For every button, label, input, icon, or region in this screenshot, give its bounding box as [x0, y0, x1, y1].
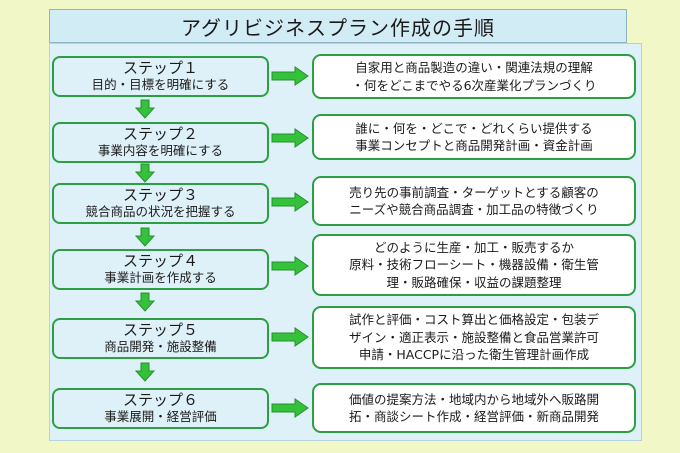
step-6-desc-line: 拓・商談シート作成・経営評価・新商品開発 [348, 409, 599, 424]
step-2-desc-line: 誰に・何を・どこで・どれくらい提供する [355, 120, 593, 136]
right-arrow-icon [271, 192, 309, 212]
step-3-desc-line: 売り先の事前調査・ターゲットとする顧客の [349, 184, 599, 200]
step-1-desc-line: 自家用と商品製造の違い・関連法規の理解 [355, 60, 593, 75]
down-arrow-icon [135, 362, 155, 382]
step-6-title: ステップ６ [122, 391, 198, 410]
step-2-description: 誰に・何を・どこで・どれくらい提供する 事業コンセプトと商品開発計画・資金計画 [312, 114, 636, 160]
step-5-title: ステップ５ [122, 321, 198, 340]
step-1-subtitle: 目的・目標を明確にする [91, 76, 230, 92]
step-1-box: ステップ１ 目的・目標を明確にする [52, 56, 269, 97]
step-1-desc-line: ・何をどこまでやる6次産業化プランづくり [351, 77, 597, 93]
right-arrow-icon [271, 128, 309, 148]
step-5-subtitle: 商品開発・施設整備 [104, 338, 217, 354]
step-1-description: 自家用と商品製造の違い・関連法規の理解 ・何をどこまでやる6次産業化プランづくり [312, 54, 636, 99]
step-2-title: ステップ２ [122, 125, 198, 144]
step-4-desc-line: 原料・技術フローシート・機器設備・衛生管 [349, 257, 599, 273]
step-4-desc-line: 理・販路確保・収益の課題整理 [386, 274, 562, 290]
step-5-box: ステップ５ 商品開発・施設整備 [52, 318, 269, 359]
step-5-desc-line: ザイン・適正表示・施設整備と食品営業許可 [348, 329, 599, 345]
step-6-desc-line: 価値の提案方法・地域内から地域外へ販路開 [348, 391, 599, 407]
step-3-box: ステップ３ 競合商品の状況を把握する [52, 183, 269, 224]
page-title: アグリビジネスプラン作成の手順 [49, 9, 627, 43]
down-arrow-icon [135, 292, 155, 312]
down-arrow-icon [135, 163, 155, 183]
right-arrow-icon [271, 256, 309, 276]
step-5-description: 試作と評価・コスト算出と価格設定・包装デ ザイン・適正表示・施設整備と食品営業許… [312, 306, 636, 369]
step-5-desc-line: 試作と評価・コスト算出と価格設定・包装デ [348, 312, 599, 328]
step-4-description: どのように生産・加工・販売するか 原料・技術フローシート・機器設備・衛生管 理・… [312, 234, 636, 296]
down-arrow-icon [135, 99, 155, 119]
right-arrow-icon [271, 66, 309, 86]
step-6-box: ステップ６ 事業展開・経営評価 [52, 388, 269, 429]
step-4-subtitle: 事業計画を作成する [104, 269, 217, 285]
step-2-desc-line: 事業コンセプトと商品開発計画・資金計画 [355, 138, 593, 153]
step-3-title: ステップ３ [122, 186, 198, 205]
step-3-description: 売り先の事前調査・ターゲットとする顧客の ニーズや競合商品調査・加工品の特徴づく… [312, 176, 636, 226]
right-arrow-icon [271, 398, 309, 418]
step-5-desc-line: 申請・HACCPに沿った衛生管理計画作成 [358, 347, 590, 363]
step-4-box: ステップ４ 事業計画を作成する [52, 249, 269, 290]
step-4-desc-line: どのように生産・加工・販売するか [373, 239, 574, 255]
step-2-subtitle: 事業内容を明確にする [97, 142, 224, 158]
right-arrow-icon [271, 327, 309, 347]
step-6-subtitle: 事業展開・経営評価 [104, 408, 217, 424]
step-3-desc-line: ニーズや競合商品調査・加工品の特徴づくり [349, 202, 599, 217]
down-arrow-icon [135, 227, 155, 247]
step-6-description: 価値の提案方法・地域内から地域外へ販路開 拓・商談シート作成・経営評価・新商品開… [312, 383, 636, 433]
step-1-title: ステップ１ [122, 59, 198, 78]
step-2-box: ステップ２ 事業内容を明確にする [52, 122, 269, 163]
step-4-title: ステップ４ [122, 252, 198, 271]
step-3-subtitle: 競合商品の状況を把握する [85, 203, 236, 219]
